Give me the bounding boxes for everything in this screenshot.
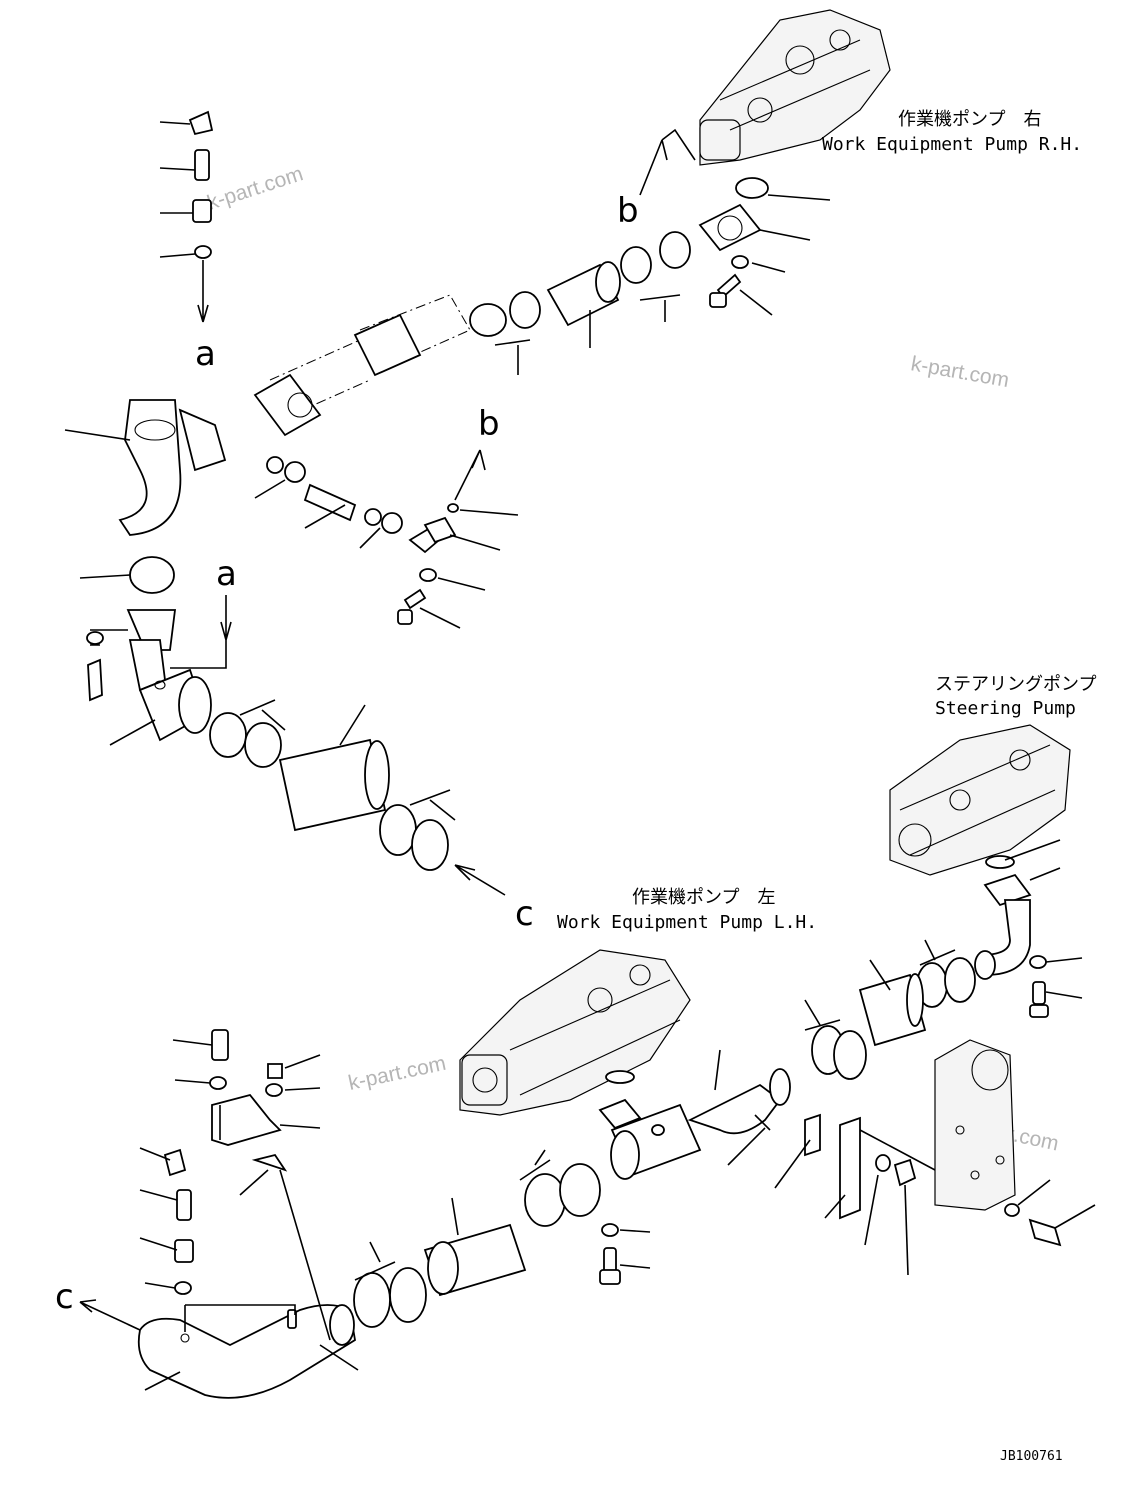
hose-small-mid (266, 456, 459, 625)
pump-rh-flange (698, 203, 762, 308)
ref-letter-a-mid: a (216, 554, 237, 594)
fittings-lower-left (163, 1029, 288, 1295)
frame-bracket (934, 1039, 1016, 1211)
elbow-fitting (118, 399, 227, 594)
ref-letter-b-top: b (617, 191, 639, 231)
ref-letter-b-mid: b (478, 404, 500, 444)
pump-rh-label-en: Work Equipment Pump R.H. (822, 134, 1082, 155)
pump-lh-pipe (598, 1068, 791, 1180)
drawing-number: JB100761 (1000, 1449, 1063, 1464)
bracket-lower-right (804, 1113, 917, 1220)
pump-lh-label-jp: 作業機ポンプ 左 (632, 887, 775, 908)
ref-letter-c-bottom: c (55, 1277, 74, 1317)
hose-middle (209, 712, 449, 871)
steering-label-en: Steering Pump (935, 698, 1076, 719)
elbow-pipe-lower (137, 1304, 356, 1399)
ref-letter-c-mid: c (515, 894, 534, 934)
fittings-top-left (188, 110, 214, 259)
watermark-2: k-part.com (909, 352, 1011, 392)
steering-label-jp: ステアリングポンプ (935, 674, 1096, 695)
elbow-pipe-mid (126, 609, 212, 742)
pump-lh-label-en: Work Equipment Pump L.H. (557, 912, 817, 933)
watermark-3: k-part.com (346, 1052, 448, 1095)
pipe-upper-dashed (253, 294, 471, 437)
hose-upper (469, 231, 691, 337)
steering-pipe (974, 873, 1049, 1018)
pump-rh-label-jp: 作業機ポンプ 右 (898, 109, 1041, 130)
watermark-1: k-part.com (204, 162, 305, 215)
hose-lower (353, 1163, 601, 1328)
ref-letter-a-top: a (195, 334, 216, 374)
clamp-lower-2 (833, 1030, 867, 1080)
clamp-steering-2 (944, 957, 976, 1003)
steering-pump-illustration (889, 724, 1071, 876)
pump-rh-illustration (699, 9, 891, 199)
pump-lh-illustration (459, 949, 691, 1116)
